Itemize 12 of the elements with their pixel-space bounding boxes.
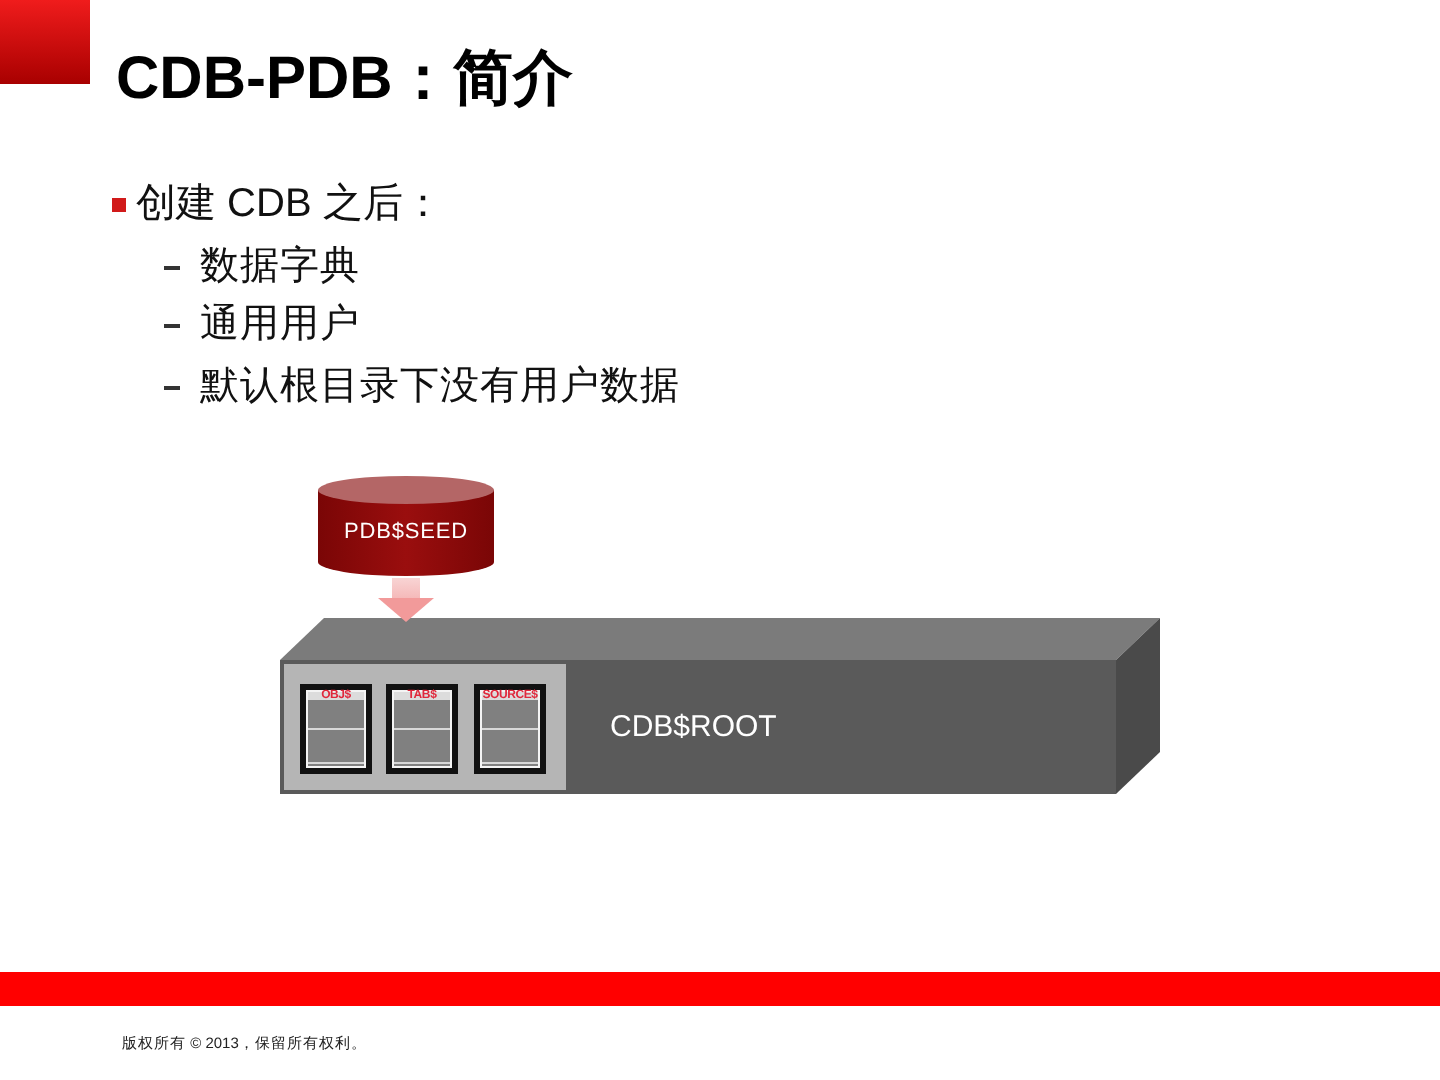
cylinder-label: PDB$SEED <box>342 520 470 546</box>
sub-bullet-text: 数据字典 <box>200 246 360 288</box>
sub-bullet-text: 通用用户 <box>200 304 360 346</box>
bullet-text: 创建 CDB 之后： <box>136 184 443 226</box>
table-panel <box>474 684 546 774</box>
sub-bullet-text: 默认根目录下没有用户数据 <box>200 366 680 408</box>
table-panel <box>300 684 372 774</box>
table-panel <box>386 684 458 774</box>
arrow <box>378 578 434 622</box>
block-label: CDB$ROOT <box>610 710 777 744</box>
slide-title: CDB-PDB：简介 <box>116 48 573 112</box>
database-cylinder <box>316 474 496 578</box>
